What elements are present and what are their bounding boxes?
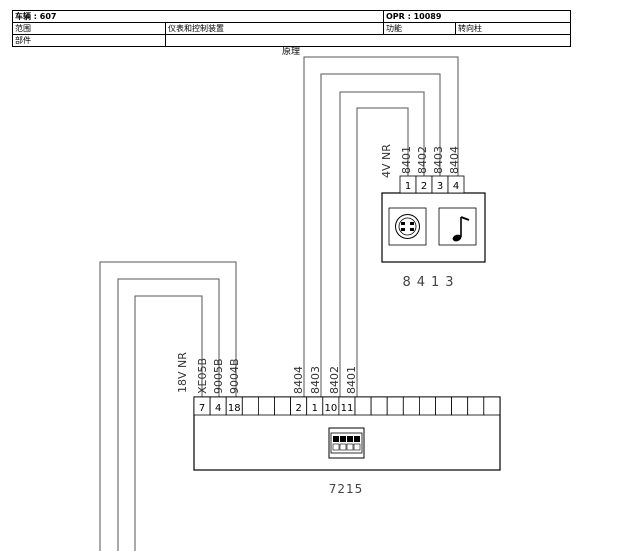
- module-mid-wire-number: 8403: [309, 366, 322, 394]
- module-pin-number: 7: [199, 403, 205, 414]
- module-pin-number: 18: [228, 403, 241, 414]
- module-pin-number: 10: [324, 403, 337, 414]
- wire-8402: [339, 91, 425, 398]
- module-pin-number: 11: [341, 403, 354, 414]
- module-pin-cell: 18: [225, 396, 243, 416]
- diagram-caption: 原理: [282, 46, 300, 57]
- wire-XE05B: [134, 295, 203, 551]
- switch-pin-3: 3: [431, 175, 449, 194]
- module-pin-cell: [418, 396, 436, 416]
- module-pin-cell: 2: [290, 396, 308, 416]
- module-pin-cell: [402, 396, 420, 416]
- switch-pin-4: 4: [447, 175, 465, 194]
- wire-9005B: [117, 278, 220, 551]
- module-left-wire-number: XE05B: [196, 358, 209, 394]
- module-left-wire-label: 18V NR: [176, 352, 189, 393]
- connector-socket-icon: [388, 207, 427, 246]
- wire-8401: [356, 107, 409, 398]
- switch-pin-number: 2: [421, 181, 427, 192]
- switch-pin-number: 4: [453, 181, 459, 192]
- module-mid-wire-number: 8404: [292, 366, 305, 394]
- switch-wire-label: 4V NR: [380, 144, 393, 178]
- module-pin-cell: [483, 396, 501, 416]
- wire-harness: [99, 56, 459, 551]
- module-code: 7215: [329, 482, 364, 496]
- module-pin-number: 1: [312, 403, 318, 414]
- module-pin-cell: 4: [209, 396, 227, 416]
- module-pin-cell: [354, 396, 372, 416]
- module-pin-cell: 1: [306, 396, 324, 416]
- module-mid-wire-number: 8402: [328, 366, 341, 394]
- module-pin-number: 4: [215, 403, 221, 414]
- switch-unit-code: 8413: [402, 275, 459, 290]
- switch-wire-number: 8404: [448, 146, 461, 174]
- module-left-wire-number: 9005B: [212, 358, 225, 394]
- module-pin-cell: [257, 396, 275, 416]
- module-pin-cell: [370, 396, 388, 416]
- module-pin-number: 2: [295, 403, 301, 414]
- module-left-wire-number: 9004B: [228, 358, 241, 394]
- switch-pin-number: 3: [437, 181, 443, 192]
- module-pin-cell: [467, 396, 485, 416]
- switch-pin-number: 1: [405, 181, 411, 192]
- module-pin-cell: [386, 396, 404, 416]
- module-mid-wire-number: 8401: [345, 366, 358, 394]
- dip-switch-icon: [328, 427, 365, 459]
- module-pin-cell: 7: [193, 396, 211, 416]
- music-note-icon: [438, 207, 477, 246]
- wire-8403: [320, 73, 441, 398]
- wire-8404: [303, 56, 459, 398]
- switch-pin-2: 2: [415, 175, 433, 194]
- module-pin-cell: [451, 396, 469, 416]
- module-pin-cell: 10: [322, 396, 340, 416]
- part-label: 部件: [12, 34, 166, 47]
- part-value: [165, 34, 571, 47]
- module-pin-cell: [241, 396, 259, 416]
- switch-wire-number: 8402: [416, 146, 429, 174]
- module-pin-cell: [274, 396, 292, 416]
- switch-wire-number: 8401: [400, 146, 413, 174]
- switch-pin-1: 1: [399, 175, 417, 194]
- header-table: 车辆 : 607 OPR : 10089 范围 仪表和控制装置 功能 转向柱 部…: [12, 10, 571, 47]
- module-pin-cell: 11: [338, 396, 356, 416]
- wire-9004B: [99, 261, 237, 551]
- module-pin-cell: [435, 396, 453, 416]
- switch-wire-number: 8403: [432, 146, 445, 174]
